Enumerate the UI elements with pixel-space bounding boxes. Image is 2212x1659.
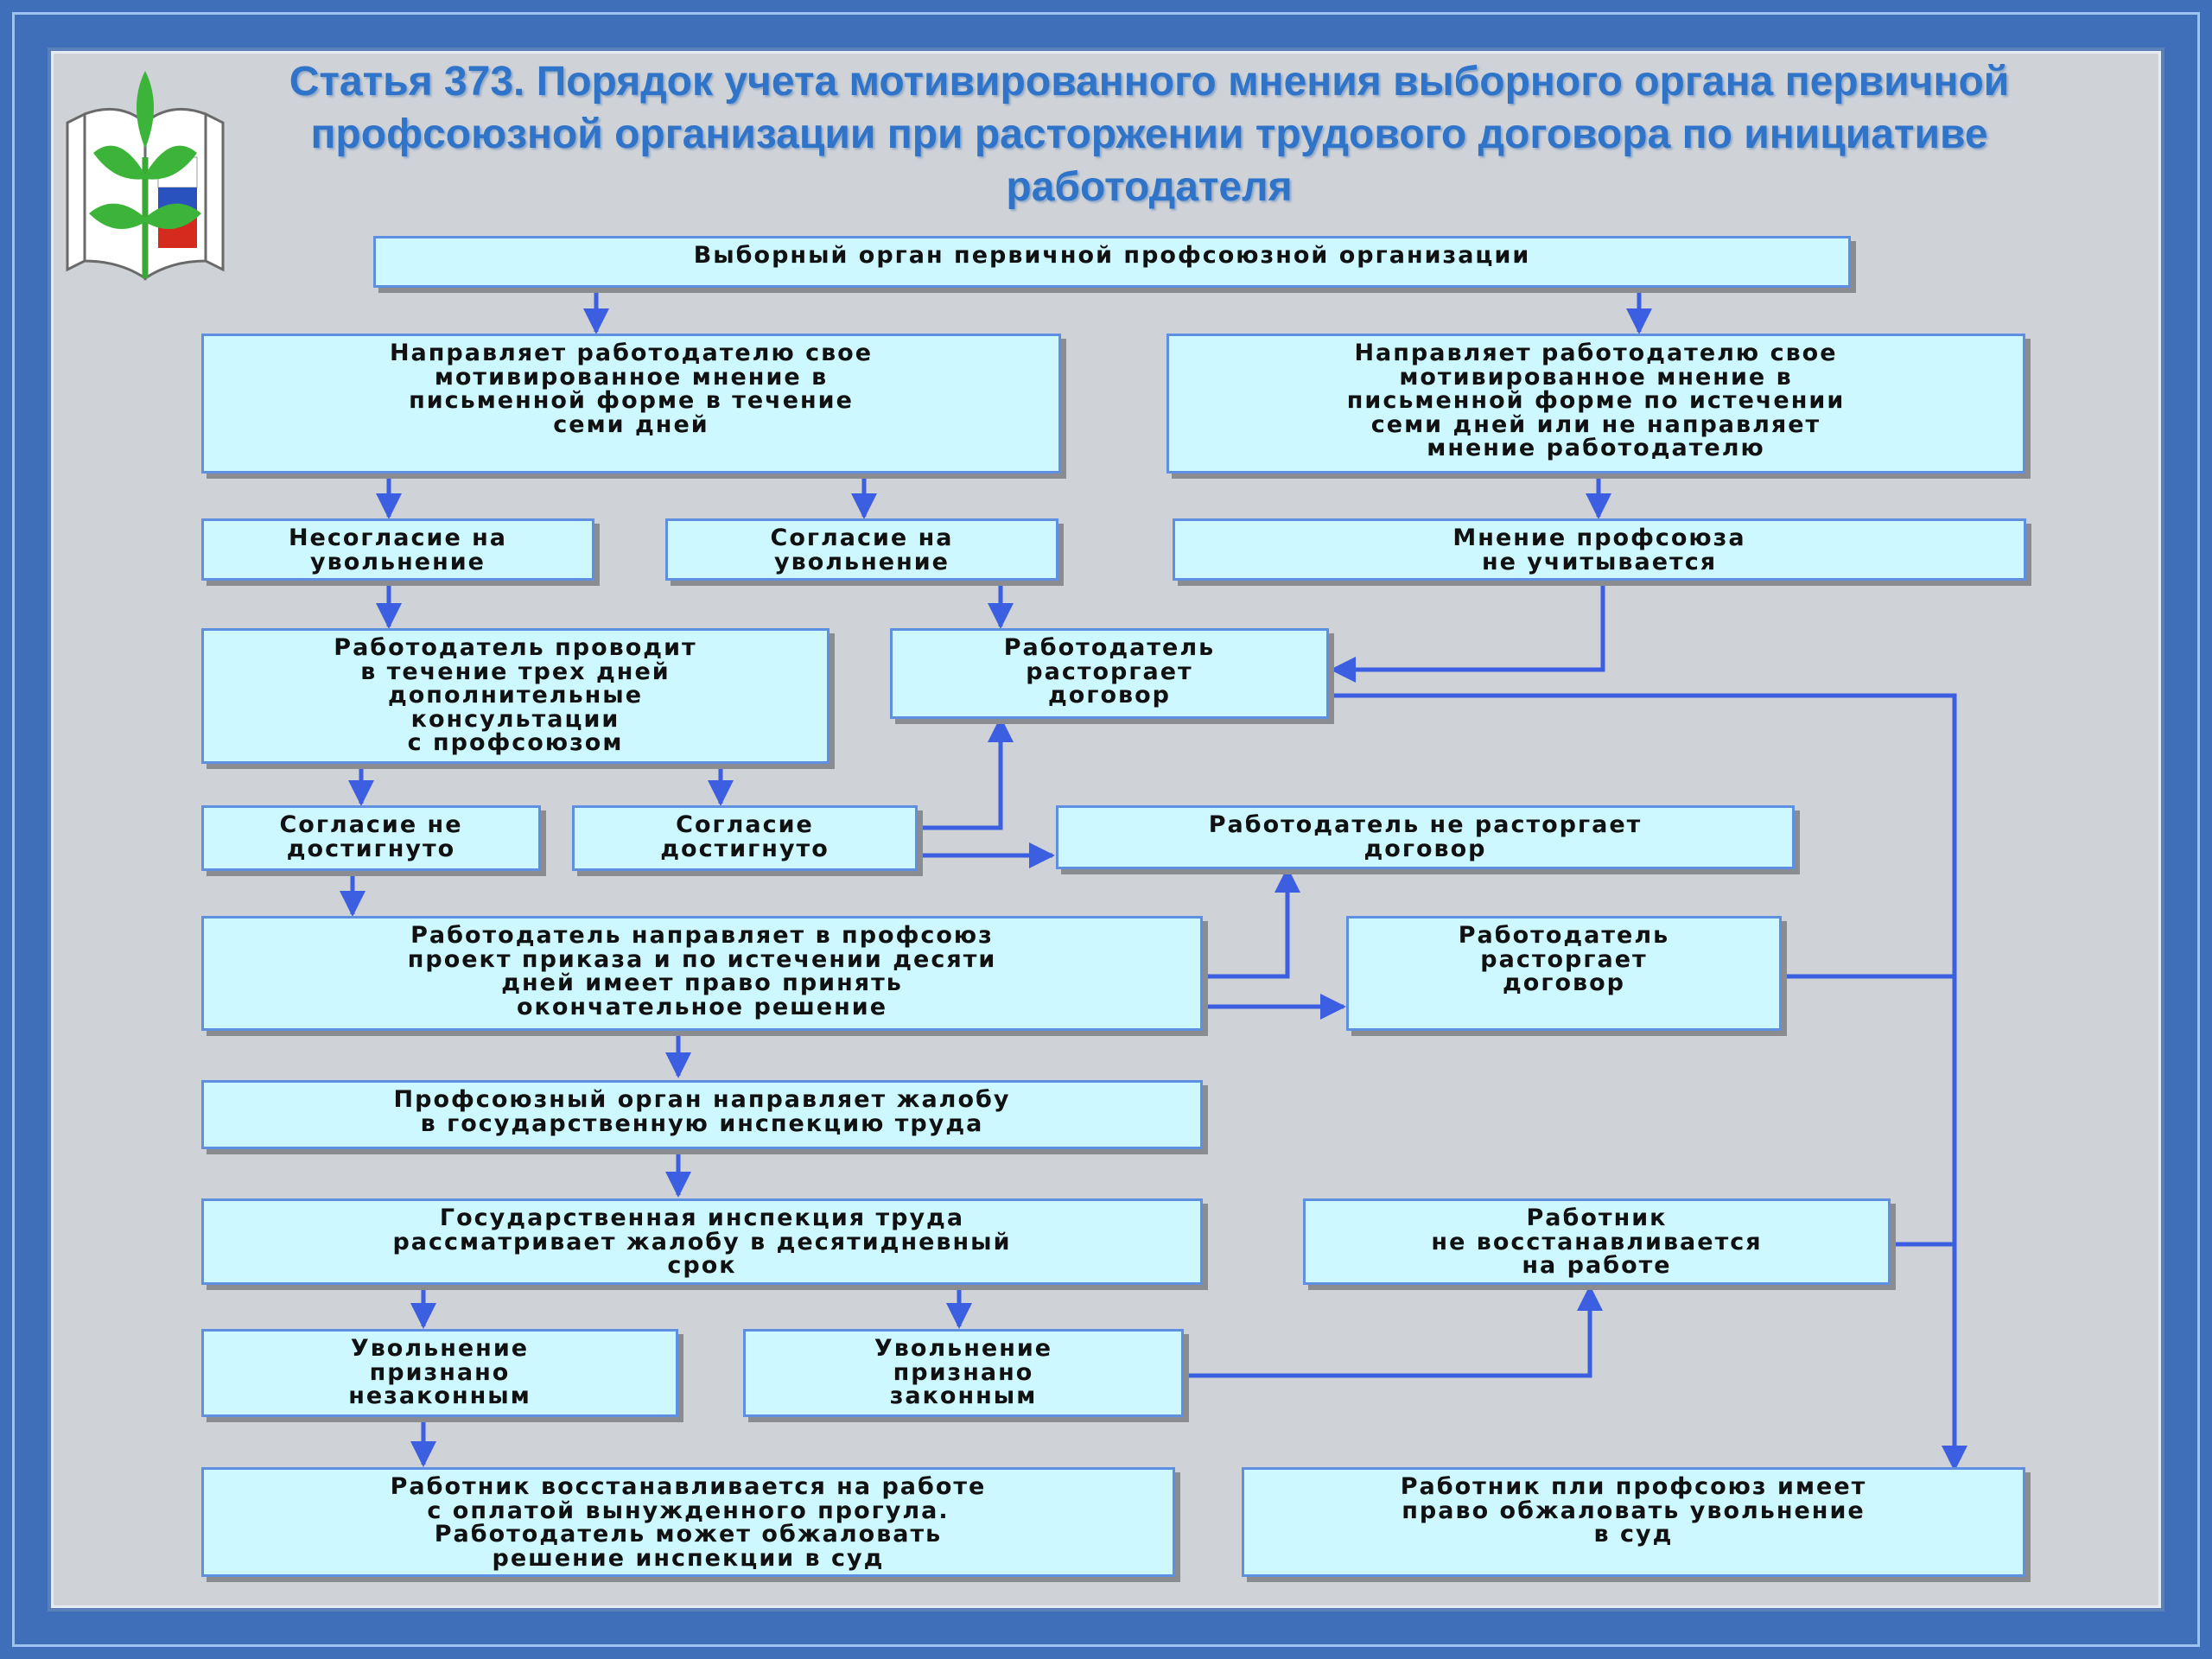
box-disagreement: Несогласие на увольнение <box>201 518 594 581</box>
arrow-left-icon <box>1330 581 1605 683</box>
arrow-up-icon <box>1203 867 1300 979</box>
box-dismissal-unlawful: Увольнение признано незаконным <box>201 1329 678 1417</box>
arrow-up-icon <box>1184 1285 1603 1378</box>
box-employer-terminates-1: Работодатель расторгает договор <box>890 628 1329 719</box>
arrow-up-icon <box>918 716 1014 830</box>
profsoyuz-logo-icon <box>66 71 225 281</box>
box-inspection: Государственная инспекция труда рассматр… <box>201 1198 1203 1285</box>
box-agreement-reached: Согласие достигнуто <box>572 805 918 871</box>
box-opinion-after-seven-days: Направляет работодателю свое мотивирован… <box>1166 334 2025 474</box>
box-opinion-within-seven-days: Направляет работодателю свое мотивирован… <box>201 334 1061 474</box>
box-consultations: Работодатель проводит в течение трех дне… <box>201 628 830 764</box>
box-opinion-not-considered: Мнение профсоюза не учитывается <box>1173 518 2026 581</box>
box-employer-terminates-2: Работодатель расторгает договор <box>1346 916 1782 1031</box>
box-dismissal-lawful: Увольнение признано законным <box>743 1329 1184 1417</box>
arrow-down-icon <box>1332 693 1967 1471</box>
box-order-project: Работодатель направляет в профсоюз проек… <box>201 916 1203 1031</box>
box-elected-body: Выборный орган первичной профсоюзной орг… <box>373 236 1851 288</box>
box-worker-restored: Работник восстанавливается на работе с о… <box>201 1467 1175 1577</box>
box-agreement-dismissal: Согласие на увольнение <box>665 518 1058 581</box>
box-worker-not-restored: Работник не восстанавливается на работе <box>1303 1198 1891 1285</box>
box-employer-not-terminate: Работодатель не расторгает договор <box>1056 805 1795 869</box>
box-agreement-not-reached: Согласие не достигнуто <box>201 805 541 871</box>
box-court-appeal: Работник пли профсоюз имеет право обжало… <box>1242 1467 2025 1577</box>
outer-border <box>12 12 2200 1647</box>
page-title: Статья 373. Порядок учета мотивированног… <box>289 59 2010 210</box>
box-complaint: Профсоюзный орган направляет жалобу в го… <box>201 1080 1203 1149</box>
